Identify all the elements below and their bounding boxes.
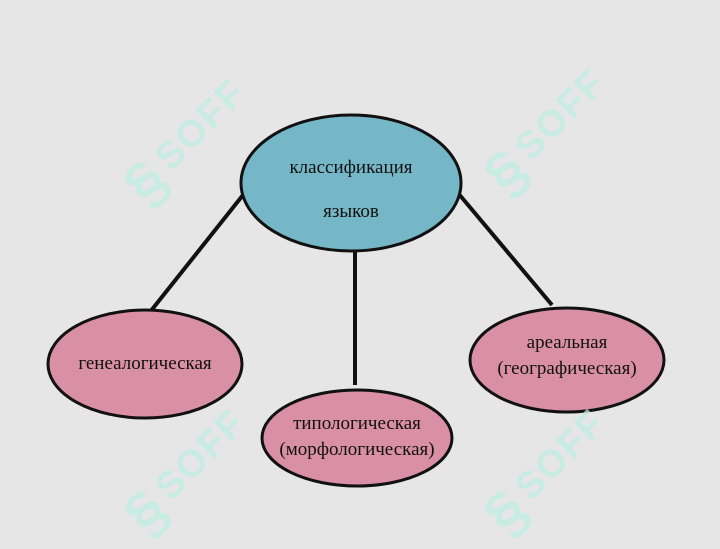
node-genealogical-line-1: генеалогическая xyxy=(78,353,212,374)
node-genealogical-label: генеалогическая xyxy=(45,351,245,377)
node-typological-line-2: (морфологическая) xyxy=(279,438,435,460)
node-typological-line-1: типологическая xyxy=(293,413,421,434)
node-root-label: классификация языков xyxy=(251,146,451,234)
node-typological-label: типологическая (морфологическая) xyxy=(257,411,457,462)
node-areal-line-1: ареальная xyxy=(526,332,608,353)
node-areal-line-2: (географическая) xyxy=(497,357,637,379)
node-areal-ellipse xyxy=(468,306,666,414)
node-areal-label: ареальная (географическая) xyxy=(467,330,667,381)
connector-root-areal xyxy=(456,191,554,307)
node-genealogical-ellipse xyxy=(46,308,244,420)
node-typological-ellipse xyxy=(260,388,454,488)
connector-root-genealogical xyxy=(148,193,245,314)
node-root-ellipse xyxy=(239,113,463,253)
node-root-line-1: классификация xyxy=(289,157,413,178)
node-root-line-2: языков xyxy=(323,201,379,222)
